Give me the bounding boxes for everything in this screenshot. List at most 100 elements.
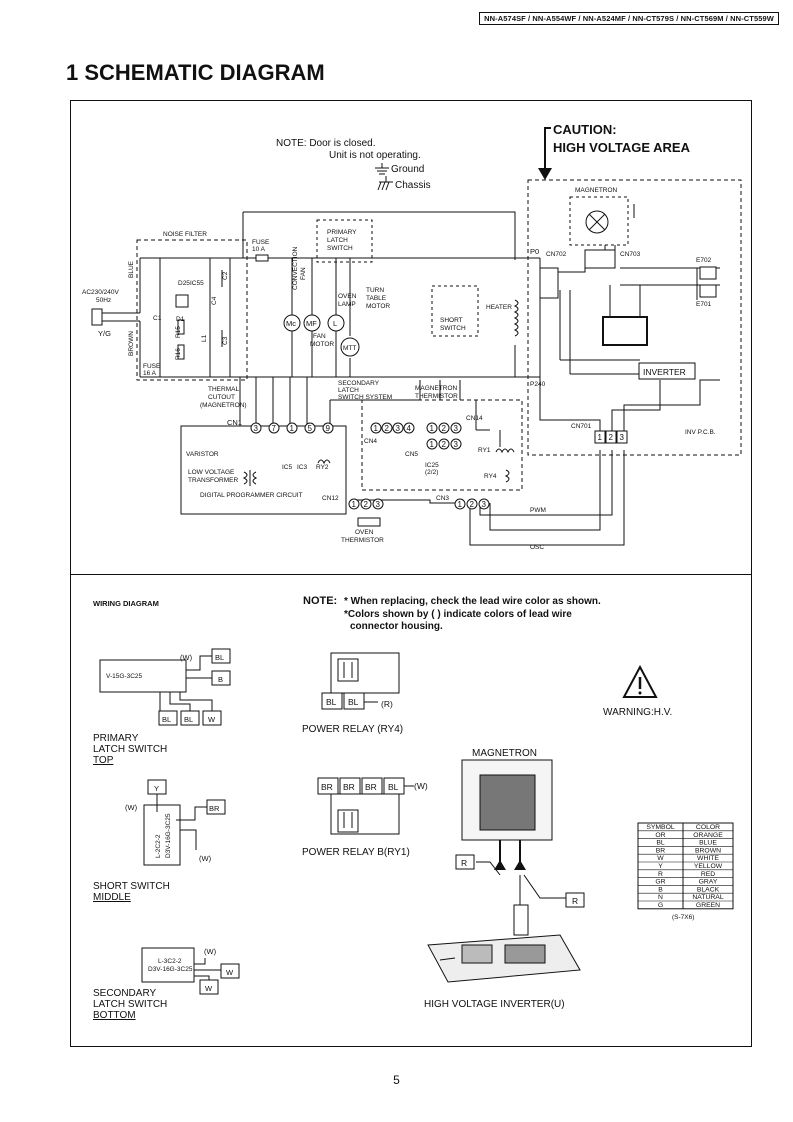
secondary-latch-switch xyxy=(141,947,240,995)
ry4-bl-label: BL xyxy=(348,697,359,707)
c3-label: C3 xyxy=(222,336,229,345)
oven-lamp-label: OVEN xyxy=(338,293,357,300)
low-voltage-transformer-label: TRANSFORMER xyxy=(188,477,239,484)
connector-pin xyxy=(438,422,450,434)
ry4-label: RY4 xyxy=(484,473,497,480)
color-symbol-cell: GR xyxy=(655,879,665,886)
color-symbol-cell: R xyxy=(658,871,663,878)
motor-mc-icon xyxy=(283,314,301,332)
connector-pin xyxy=(466,498,478,510)
hv-inverter-board-icon xyxy=(427,934,581,983)
cn701-label: CN701 xyxy=(571,423,592,430)
connector-pin xyxy=(450,438,462,450)
brown-wire-label: BROWN xyxy=(128,331,135,356)
color-name-cell: COLOR xyxy=(696,824,720,831)
ac-voltage-label: AC230/240V xyxy=(82,289,120,296)
magnetron-icon xyxy=(585,204,635,234)
short-switch-part-label: D3V-16G-3C25 xyxy=(165,813,172,858)
primary-switch-label: PRIMARY xyxy=(93,733,139,744)
ic3-label: IC3 xyxy=(297,464,308,471)
oven-thermistor-icon xyxy=(357,517,381,527)
connector-pin-label: 3 xyxy=(396,424,401,433)
cn3-label: CN3 xyxy=(436,495,449,502)
magnetron-thermistor-label: MAGNETRON xyxy=(415,385,458,392)
turntable-motor-icon xyxy=(340,337,360,357)
heater-icon xyxy=(513,299,519,337)
connector-pin xyxy=(348,498,360,510)
oven-lamp-icon xyxy=(327,314,345,332)
magnetron-r-box xyxy=(565,892,585,908)
hv-inverter-label: HIGH VOLTAGE INVERTER(U) xyxy=(424,999,565,1010)
d1-label: D1 xyxy=(176,316,185,323)
connector-pin-label: 9 xyxy=(326,424,331,433)
inverter-box xyxy=(638,362,696,380)
connector-pin-label: 1 xyxy=(374,424,379,433)
color-name-cell: GRAY xyxy=(699,879,718,886)
connector-pin xyxy=(372,498,384,510)
cn5-label: CN5 xyxy=(405,451,418,458)
varistor-label: VARISTOR xyxy=(186,451,219,458)
primary-switch-label: LATCH SWITCH xyxy=(93,744,167,755)
wiring-note-line: connector housing. xyxy=(350,621,443,632)
oven-thermistor-label: THERMISTOR xyxy=(341,537,384,544)
page-title: 1 SCHEMATIC DIAGRAM xyxy=(66,60,325,85)
color-symbol-cell: G xyxy=(658,902,663,909)
ry4-bl-label: BL xyxy=(326,697,337,707)
table-code-label: (S-7X6) xyxy=(672,914,694,921)
color-name-cell: BLACK xyxy=(697,886,720,893)
secondary-latch-label: SECONDARY xyxy=(338,380,380,387)
ac-plug xyxy=(91,258,141,377)
connector-pin-label: 2 xyxy=(470,500,475,509)
magnetron-r-label: R xyxy=(572,896,578,906)
wiring-note-line: * When replacing, check the lead wire co… xyxy=(344,596,601,607)
short-switch-label: SWITCH xyxy=(440,325,466,332)
color-symbol-cell: OR xyxy=(655,832,665,839)
schematic-note: NOTE: Door is closed. Unit is not operat… xyxy=(276,138,431,191)
primary-switch-part-label: V-15G-3C25 xyxy=(106,673,143,680)
e702-label: E702 xyxy=(696,257,712,264)
color-symbol-cell: Y xyxy=(658,863,663,870)
lamp-symbol-label: L xyxy=(333,319,337,328)
color-name-cell: ORANGE xyxy=(693,832,723,839)
secondary-switch-position-label: BOTTOM xyxy=(93,1010,136,1021)
short-w-label: (W) xyxy=(199,854,212,863)
secondary-latch-label: SWITCH SYSTEM xyxy=(338,394,392,401)
connector-pin-label: 1 xyxy=(458,500,463,509)
mc-label: Mc xyxy=(286,319,296,328)
turntable-motor-label: TURN xyxy=(366,287,384,294)
color-symbol-cell: B xyxy=(658,886,663,893)
r16-label: R16 xyxy=(175,348,182,360)
secondary-switch-part-label: D3V-16G-3C25 xyxy=(148,966,193,973)
primary-bl-label: BL xyxy=(162,715,171,724)
svg-text:HIGH VOLTAGE AREA: HIGH VOLTAGE AREA xyxy=(553,140,691,155)
noise-filter-components xyxy=(159,258,231,377)
connector-pin xyxy=(450,422,462,434)
relay-coil-icon xyxy=(317,448,515,483)
connector-pin-label: 1 xyxy=(290,424,295,433)
cn703-label: CN703 xyxy=(620,251,641,258)
short-switch-label: SHORT xyxy=(440,317,463,324)
connector-pin xyxy=(381,422,393,434)
color-symbol-cell: W xyxy=(657,855,664,862)
c2-label: C2 xyxy=(222,271,229,280)
connector-pin xyxy=(286,422,298,434)
primary-latch-label: LATCH xyxy=(327,237,348,244)
connector-pin-label: 2 xyxy=(442,440,447,449)
power-relay-b-label: POWER RELAY B(RY1) xyxy=(302,847,410,858)
wiring-note-line: *Colors shown by ( ) indicate colors of … xyxy=(344,609,572,620)
secondary-w-box-label: W xyxy=(205,984,213,993)
connector-pin xyxy=(304,422,316,434)
connector-pin-label: 1 xyxy=(598,433,603,442)
short-br-label: BR xyxy=(209,804,220,813)
cn702-label: CN702 xyxy=(546,251,567,258)
cn12-label: CN12 xyxy=(322,495,339,502)
r15-label: R15 xyxy=(175,326,182,338)
color-name-cell: WHITE xyxy=(697,855,719,862)
ry2-label: RY2 xyxy=(316,464,329,471)
short-switch-label: SHORT SWITCH xyxy=(93,881,170,892)
noise-filter-label: NOISE FILTER xyxy=(163,231,207,238)
ac-frequency-label: 50Hz xyxy=(96,297,111,304)
